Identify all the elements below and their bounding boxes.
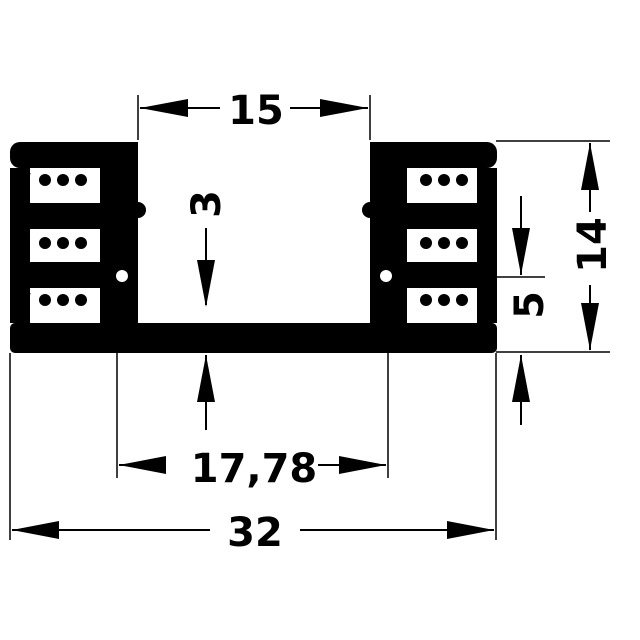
inner-channel [138,142,370,323]
heatsink-profile [10,142,497,353]
right-fins [382,142,497,327]
dimension-mounting-spacing: 17,78 [116,352,389,492]
base-plate [10,323,497,353]
left-fins [10,142,125,327]
label-fin-offset: 5 [507,291,553,319]
dimension-overall-width: 32 [9,353,497,556]
dimension-top-opening: 15 [137,88,371,140]
label-overall-width: 32 [227,510,283,556]
label-overall-height: 14 [570,217,616,273]
label-mounting-spacing: 17,78 [191,446,318,492]
dimension-base-thickness: 3 [184,190,230,430]
dimension-fin-offset: 5 [496,196,553,425]
label-base-thickness: 3 [184,190,230,218]
label-top-opening: 15 [228,88,284,134]
dimension-overall-height: 14 [496,140,616,353]
